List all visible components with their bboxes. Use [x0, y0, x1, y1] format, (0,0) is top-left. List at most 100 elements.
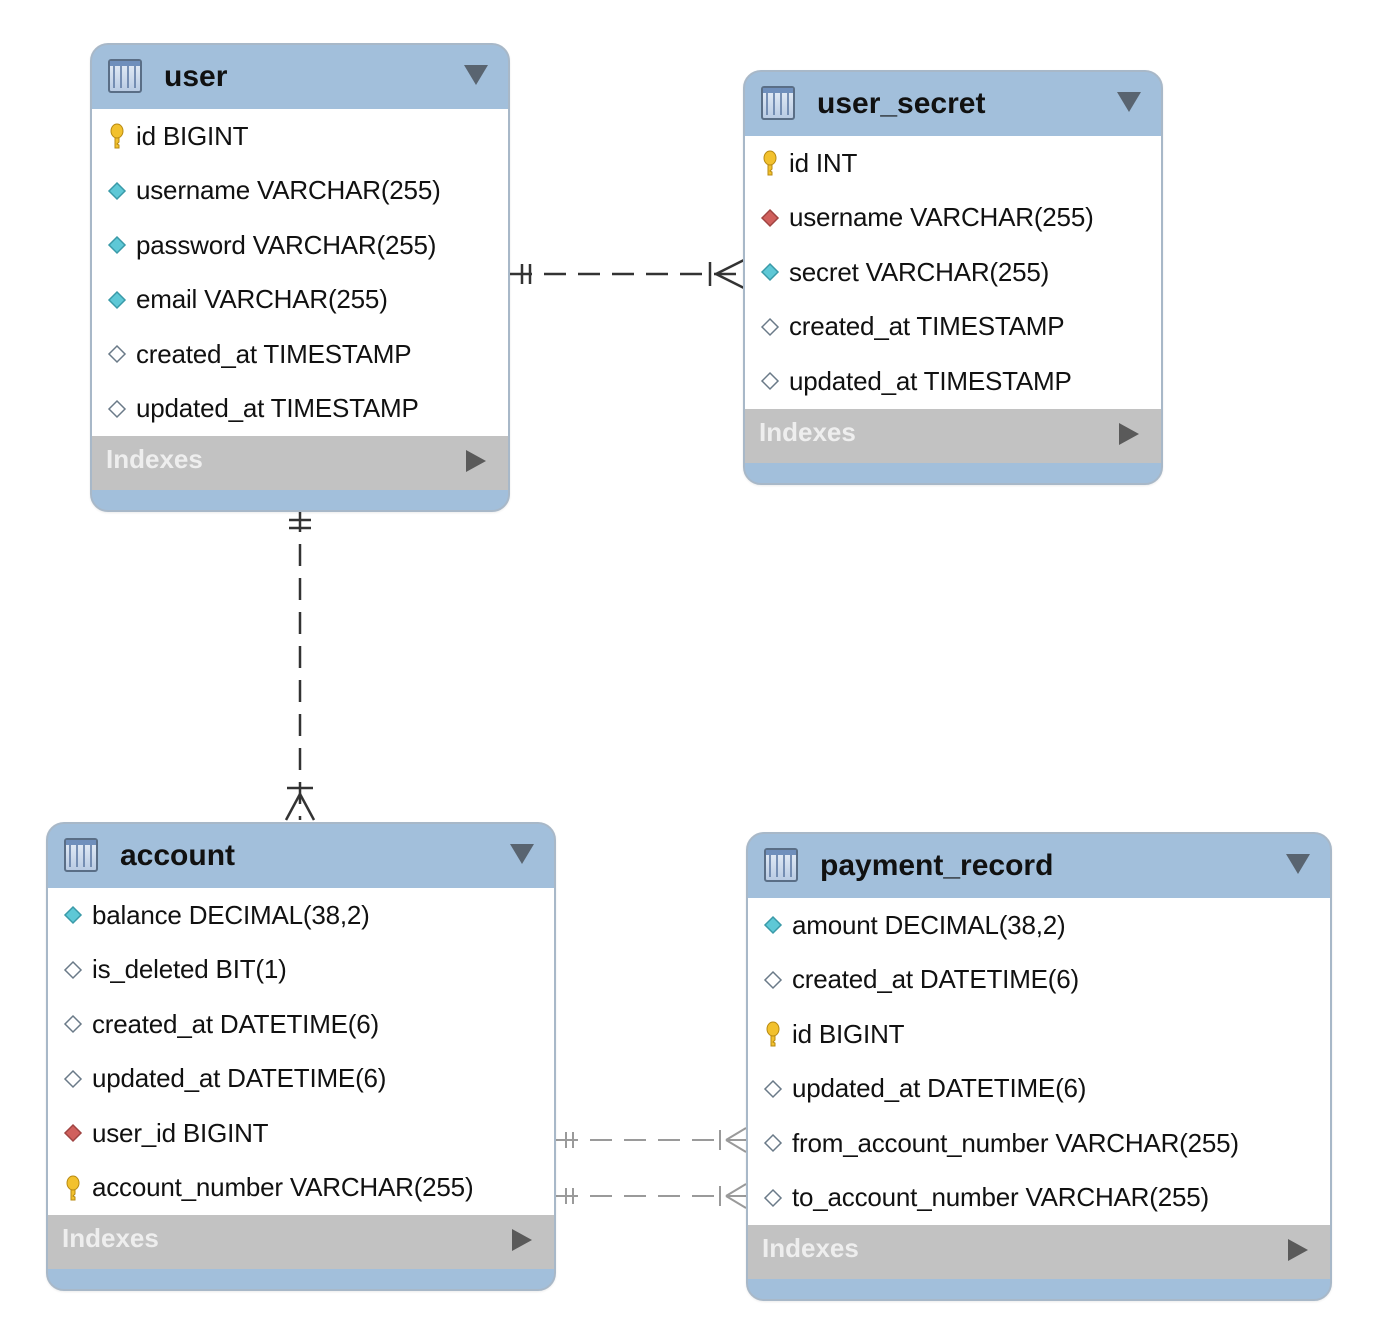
column-row[interactable]: updated_at TIMESTAMP: [92, 382, 508, 437]
table-header[interactable]: payment_record: [748, 834, 1330, 898]
indexes-label: Indexes: [762, 1233, 859, 1263]
table-header[interactable]: user: [92, 45, 508, 109]
chevron-down-icon[interactable]: [1286, 854, 1310, 874]
table-header[interactable]: account: [48, 824, 554, 888]
column-definition: account_number VARCHAR(255): [92, 1172, 474, 1203]
table-user[interactable]: user id BIGINT username VARCHAR(255) passw…: [90, 43, 510, 512]
column-diamond-open-icon: [107, 399, 127, 418]
column-row[interactable]: account_number VARCHAR(255): [48, 1161, 554, 1216]
table-payment-record[interactable]: payment_record amount DECIMAL(38,2) creat…: [746, 832, 1332, 1301]
column-definition: user_id BIGINT: [92, 1117, 269, 1148]
column-diamond-filled-icon: [63, 905, 83, 925]
relationship-account-payment-to[interactable]: [556, 1183, 747, 1209]
primary-key-icon: [110, 123, 124, 149]
relationship-user-account[interactable]: [284, 510, 316, 821]
column-diamond-filled-icon: [763, 915, 783, 935]
chevron-down-icon[interactable]: [1117, 92, 1141, 112]
column-row[interactable]: id BIGINT: [748, 1007, 1330, 1062]
column-diamond-open-icon: [763, 970, 783, 989]
column-definition: id BIGINT: [792, 1018, 905, 1049]
column-definition: updated_at DATETIME(6): [92, 1063, 387, 1094]
column-definition: email VARCHAR(255): [136, 284, 388, 315]
table-header[interactable]: user_secret: [745, 72, 1161, 136]
column-definition: amount DECIMAL(38,2): [792, 909, 1066, 940]
column-diamond-open-icon: [63, 1069, 83, 1088]
table-icon: [761, 86, 795, 120]
column-diamond-open-icon: [760, 371, 780, 391]
column-definition: updated_at TIMESTAMP: [136, 393, 419, 424]
expand-arrow-icon[interactable]: [512, 1229, 532, 1251]
column-row[interactable]: created_at TIMESTAMP: [92, 327, 508, 382]
column-row[interactable]: username VARCHAR(255): [92, 164, 508, 219]
column-diamond-open-icon: [107, 344, 127, 364]
table-user-secret[interactable]: user_secret id INT username VARCHAR(255) s…: [743, 70, 1163, 485]
column-row[interactable]: user_id BIGINT: [48, 1106, 554, 1161]
column-definition: updated_at TIMESTAMP: [789, 365, 1072, 396]
column-list: amount DECIMAL(38,2) created_at DATETIME(…: [748, 898, 1330, 1225]
column-row[interactable]: password VARCHAR(255): [92, 218, 508, 273]
column-row[interactable]: secret VARCHAR(255): [745, 245, 1161, 300]
column-row[interactable]: balance DECIMAL(38,2): [48, 888, 554, 943]
column-definition: created_at TIMESTAMP: [789, 311, 1065, 342]
indexes-bar[interactable]: Indexes: [48, 1215, 554, 1269]
chevron-down-icon[interactable]: [510, 844, 534, 864]
column-row[interactable]: is_deleted BIT(1): [48, 943, 554, 998]
relationship-user-user-secret[interactable]: [510, 258, 745, 290]
foreign-key-icon: [63, 1123, 83, 1143]
column-diamond-filled-icon: [107, 181, 127, 200]
column-row[interactable]: amount DECIMAL(38,2): [748, 898, 1330, 953]
column-definition: id BIGINT: [136, 120, 249, 151]
column-list: balance DECIMAL(38,2) is_deleted BIT(1) cr…: [48, 888, 554, 1215]
column-row[interactable]: to_account_number VARCHAR(255): [748, 1171, 1330, 1226]
indexes-label: Indexes: [759, 416, 856, 447]
column-row[interactable]: email VARCHAR(255): [92, 273, 508, 328]
column-definition: to_account_number VARCHAR(255): [792, 1182, 1209, 1213]
column-row[interactable]: id BIGINT: [92, 109, 508, 164]
primary-key-icon: [66, 1175, 80, 1200]
column-row[interactable]: updated_at DATETIME(6): [48, 1052, 554, 1107]
expand-arrow-icon[interactable]: [1119, 422, 1139, 445]
table-footer: [92, 490, 508, 510]
indexes-label: Indexes: [106, 444, 203, 474]
column-diamond-open-icon: [763, 1188, 783, 1207]
column-diamond-filled-icon: [107, 235, 127, 255]
column-definition: secret VARCHAR(255): [789, 256, 1050, 287]
column-diamond-filled-icon: [760, 262, 780, 282]
indexes-bar[interactable]: Indexes: [92, 436, 508, 490]
indexes-label: Indexes: [62, 1223, 159, 1253]
indexes-bar[interactable]: Indexes: [748, 1225, 1330, 1279]
column-definition: created_at DATETIME(6): [92, 1008, 379, 1039]
column-row[interactable]: created_at TIMESTAMP: [745, 300, 1161, 355]
column-definition: updated_at DATETIME(6): [792, 1073, 1087, 1104]
expand-arrow-icon[interactable]: [466, 450, 486, 472]
column-row[interactable]: created_at DATETIME(6): [48, 997, 554, 1052]
column-definition: id INT: [789, 147, 858, 178]
column-definition: balance DECIMAL(38,2): [92, 899, 370, 930]
column-row[interactable]: updated_at DATETIME(6): [748, 1062, 1330, 1117]
column-diamond-open-icon: [63, 1014, 83, 1034]
column-row[interactable]: from_account_number VARCHAR(255): [748, 1116, 1330, 1171]
expand-arrow-icon[interactable]: [1288, 1239, 1308, 1261]
column-row[interactable]: username VARCHAR(255): [745, 191, 1161, 246]
table-footer: [745, 462, 1161, 483]
column-diamond-open-icon: [63, 960, 83, 979]
table-name: user_secret: [817, 87, 986, 120]
primary-key-icon: [766, 1021, 780, 1047]
column-diamond-open-icon: [760, 317, 780, 336]
table-footer: [748, 1279, 1330, 1299]
column-list: id BIGINT username VARCHAR(255) password V…: [92, 109, 508, 436]
column-row[interactable]: created_at DATETIME(6): [748, 953, 1330, 1008]
relationship-account-payment-from[interactable]: [556, 1127, 747, 1153]
column-row[interactable]: id INT: [745, 136, 1161, 191]
table-icon: [64, 838, 98, 872]
column-definition: username VARCHAR(255): [136, 175, 441, 206]
column-diamond-open-icon: [763, 1079, 783, 1098]
indexes-bar[interactable]: Indexes: [745, 408, 1161, 463]
column-row[interactable]: updated_at TIMESTAMP: [745, 354, 1161, 409]
chevron-down-icon[interactable]: [464, 65, 488, 85]
table-name: user: [164, 60, 228, 93]
table-icon: [108, 59, 142, 93]
table-account[interactable]: account balance DECIMAL(38,2) is_deleted …: [46, 822, 556, 1291]
table-name: account: [120, 839, 236, 872]
